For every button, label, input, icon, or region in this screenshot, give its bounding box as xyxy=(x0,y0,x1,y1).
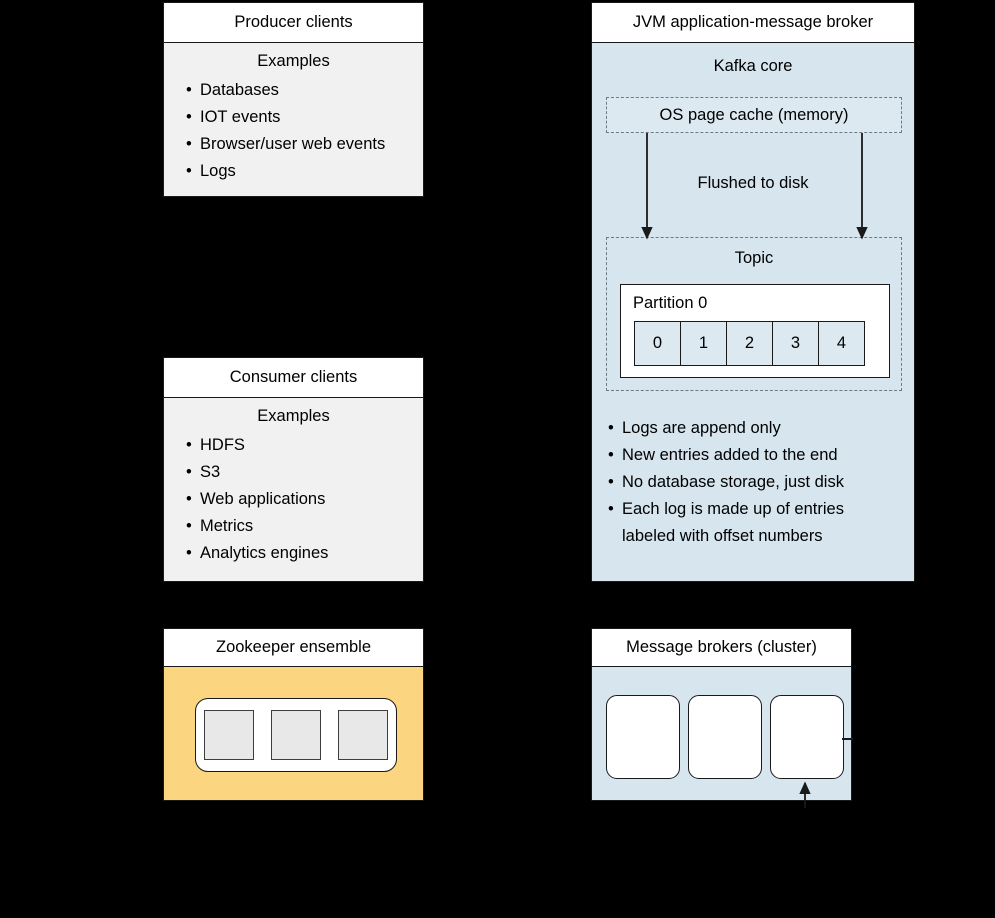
topic-label: Topic xyxy=(734,249,774,267)
offset-cell[interactable]: 1 xyxy=(681,322,727,365)
broker-connector-stub xyxy=(842,738,853,740)
topic-box: Topic Partition 0 0 1 2 3 4 xyxy=(606,237,902,391)
message-brokers-title: Message brokers (cluster) xyxy=(626,637,817,656)
jvm-broker-body: Kafka core OS page cache (memory) Flushe… xyxy=(591,43,915,582)
producer-clients-body: Examples Databases IOT events Browser/us… xyxy=(163,43,424,197)
zookeeper-ensemble-title: Zookeeper ensemble xyxy=(215,637,371,656)
list-item: Each log is made up of entries labeled w… xyxy=(608,496,844,550)
zookeeper-ensemble-header: Zookeeper ensemble xyxy=(163,628,424,667)
list-item: Logs are append only xyxy=(608,415,844,442)
consumer-clients-body: Examples HDFS S3 Web applications Metric… xyxy=(163,398,424,582)
consumer-examples-label: Examples xyxy=(257,407,330,425)
zookeeper-node[interactable] xyxy=(337,710,388,760)
os-page-cache-box: OS page cache (memory) xyxy=(606,97,902,133)
producer-examples-list: Databases IOT events Browser/user web ev… xyxy=(164,77,423,185)
partition-box: Partition 0 0 1 2 3 4 xyxy=(620,284,890,378)
kafka-core-notes: Logs are append only New entries added t… xyxy=(592,415,844,550)
list-item: Logs xyxy=(186,158,423,185)
broker-node[interactable] xyxy=(606,695,680,779)
offset-cell[interactable]: 2 xyxy=(727,322,773,365)
broker-node[interactable] xyxy=(688,695,762,779)
list-item: Databases xyxy=(186,77,423,104)
jvm-broker-title: JVM application-message broker xyxy=(632,12,874,31)
list-item: IOT events xyxy=(186,104,423,131)
message-brokers-header: Message brokers (cluster) xyxy=(591,628,852,667)
flushed-to-disk-label: Flushed to disk xyxy=(697,174,809,192)
offset-cells: 0 1 2 3 4 xyxy=(634,321,865,366)
zookeeper-node[interactable] xyxy=(270,710,321,760)
list-item: Metrics xyxy=(186,513,423,540)
broker-node[interactable] xyxy=(770,695,844,779)
producer-clients-title: Producer clients xyxy=(234,12,353,31)
zookeeper-node[interactable] xyxy=(204,710,255,760)
producer-clients-header: Producer clients xyxy=(163,2,424,43)
offset-cell[interactable]: 4 xyxy=(836,334,847,352)
zookeeper-node-group xyxy=(195,698,397,772)
offset-cell[interactable]: 3 xyxy=(773,322,819,365)
jvm-broker-header: JVM application-message broker xyxy=(591,2,915,43)
list-item: S3 xyxy=(186,459,423,486)
zookeeper-ensemble-body xyxy=(163,667,424,801)
list-item: Analytics engines xyxy=(186,540,423,567)
list-item: HDFS xyxy=(186,432,423,459)
kafka-core-label: Kafka core xyxy=(713,57,793,75)
message-brokers-body xyxy=(591,667,853,801)
list-item: Web applications xyxy=(186,486,423,513)
producer-examples-label: Examples xyxy=(257,52,330,70)
list-item: Browser/user web events xyxy=(186,131,423,158)
os-page-cache-label: OS page cache (memory) xyxy=(659,106,849,124)
partition-label: Partition 0 xyxy=(633,294,708,312)
offset-cell[interactable]: 0 xyxy=(635,322,681,365)
list-item: New entries added to the end xyxy=(608,442,844,469)
list-item: No database storage, just disk xyxy=(608,469,844,496)
consumer-clients-title: Consumer clients xyxy=(229,367,358,386)
consumer-examples-list: HDFS S3 Web applications Metrics Analyti… xyxy=(164,432,423,567)
consumer-clients-header: Consumer clients xyxy=(163,357,424,398)
